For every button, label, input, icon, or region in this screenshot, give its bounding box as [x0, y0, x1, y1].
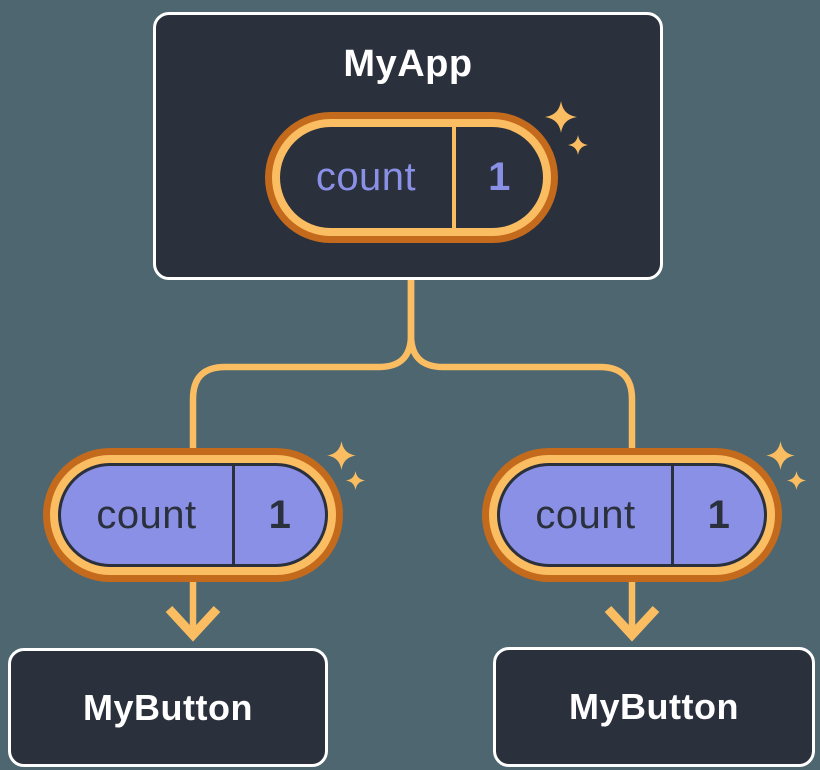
prop-name: count [535, 492, 636, 537]
prop-pill-inner-ring: count 1 [50, 455, 336, 575]
state-pill-root: count 1 [265, 112, 558, 243]
prop-pill-body: count 1 [58, 463, 328, 567]
component-node-mybutton-left: MyButton [8, 648, 328, 767]
prop-pill-inner-ring: count 1 [489, 455, 775, 575]
pill-divider [452, 127, 456, 228]
component-label-mybutton: MyButton [569, 686, 739, 727]
prop-name: count [96, 492, 197, 537]
connector-right-branch [407, 280, 636, 632]
state-value: 1 [488, 155, 511, 199]
state-name: count [315, 155, 417, 199]
component-label-myapp: MyApp [343, 43, 473, 85]
down-arrowhead-left-icon [165, 605, 221, 642]
sparkle-icon [568, 135, 588, 155]
component-label-mybutton: MyButton [83, 686, 253, 728]
prop-value: 1 [268, 492, 292, 537]
sparkle-icon [346, 471, 365, 490]
state-pill-body: count 1 [280, 127, 543, 228]
prop-value: 1 [707, 492, 731, 537]
prop-pill-right: count 1 [482, 448, 782, 582]
prop-pill-body: count 1 [497, 463, 767, 567]
sparkle-icon [766, 441, 795, 470]
pill-divider [671, 466, 674, 564]
prop-pill-left: count 1 [43, 448, 343, 582]
sparkle-icon [787, 471, 806, 490]
sparkle-icon [327, 441, 356, 470]
down-arrowhead-right-icon [604, 605, 660, 642]
pill-divider [232, 466, 235, 564]
component-node-mybutton-right: MyButton [493, 647, 815, 767]
state-pill-inner-ring: count 1 [272, 119, 551, 236]
sparkle-icon [545, 101, 577, 133]
